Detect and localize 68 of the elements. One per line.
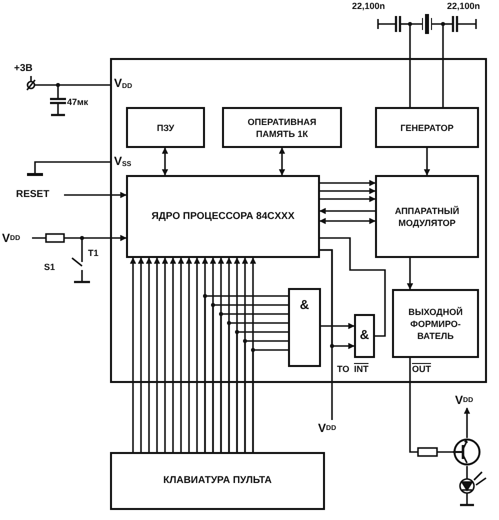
gate-symbol-text: & [298,296,310,313]
wire [228,322,288,452]
wire [320,237,386,337]
ground-symbol [27,173,43,177]
transistor-symbol [453,438,481,466]
wire [409,23,422,107]
chip-outline [110,58,487,383]
switch-label: S1 [44,262,56,272]
function-block [375,107,479,148]
arrow [320,196,376,202]
block-title: ОПЕРАТИВНАЯ ПАМЯТЬ 1К [246,116,318,140]
arrow [194,257,200,452]
arrow [162,257,168,452]
wire [220,313,288,452]
wire [320,249,333,420]
arrow [178,257,184,452]
and-gate [288,288,321,367]
capacitor-value: 22,100n [352,1,386,11]
pin-label: V$_{DD}$ [114,76,132,90]
arrow [162,147,168,176]
function-block [222,107,342,148]
function-block [126,107,205,148]
block-title: ЯДРО ПРОЦЕССОРА 84CXXX [150,210,296,224]
function-block [392,289,479,358]
arrow [424,148,430,176]
arrow [319,208,375,214]
pin-label: V$_{SS}$ [114,154,132,168]
arrow [319,218,376,224]
arrow [64,192,127,198]
signal-label: RESET [16,189,64,201]
pin-label: INT [354,364,368,374]
arrow [138,257,144,452]
arrow [320,180,376,186]
pin-label: TO [337,364,350,374]
wire [252,349,288,452]
arrow [278,147,286,176]
pin-label: OUT [412,364,431,374]
arrow [146,257,152,452]
block-title: ВЫХОДНОЙ ФОРМИРО- ВАТЕЛЬ [407,306,464,342]
function-block [375,175,479,258]
arrow [170,257,176,452]
wire [244,340,288,452]
arrow [154,257,160,452]
function-block [126,175,320,258]
arrow [186,257,192,452]
block-title: КЛАВИАТУРА ПУЛЬТА [162,474,273,488]
function-block [110,452,325,510]
wire [432,23,444,107]
block-title: ПЗУ [156,122,176,134]
crystal-symbol [422,12,432,36]
arrow [321,322,355,330]
wire [34,161,110,173]
and-gate [354,314,375,358]
gate-symbol-text: & [358,326,370,343]
pin-label: T1 [88,248,99,258]
arrow [32,234,127,242]
wire [409,358,453,453]
supply-label: +3В [14,62,48,76]
capacitor-value: 47мк [67,97,88,107]
wire [236,331,288,452]
block-title: АППАРАТНЫЙ МОДУЛЯТОР [394,204,460,228]
arrow [130,257,136,452]
wire [30,76,110,86]
capacitor-value: 22,100n [447,1,480,11]
arrow [464,407,470,438]
arrow [320,188,376,194]
block-title: ГЕНЕРАТОР [399,122,455,134]
arrow [406,258,414,290]
